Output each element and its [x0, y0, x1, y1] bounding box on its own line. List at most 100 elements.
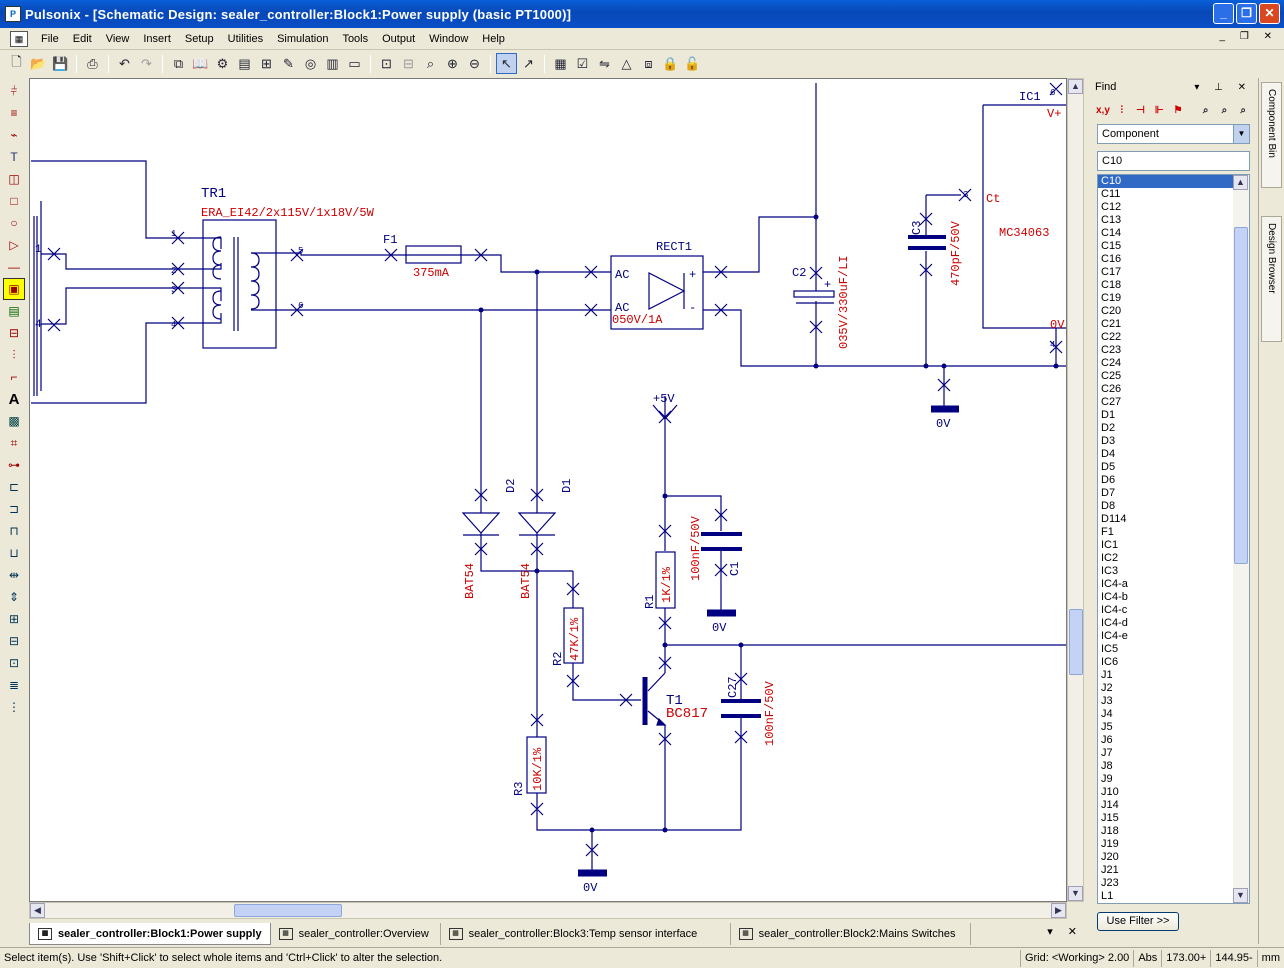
- netlist-icon[interactable]: ⊞: [261, 55, 272, 71]
- component-place-icon[interactable]: ▣: [3, 278, 25, 300]
- find-search-input[interactable]: C10: [1097, 151, 1250, 171]
- list-item[interactable]: J10: [1101, 786, 1119, 798]
- select-highlight-icon[interactable]: ↗: [523, 55, 534, 71]
- mirror-icon[interactable]: △: [621, 55, 632, 71]
- attribute-icon[interactable]: ⌐: [10, 370, 18, 384]
- list-item[interactable]: F1: [1101, 526, 1114, 538]
- center-icon[interactable]: ⊡: [8, 656, 20, 670]
- find-binoculars-icon[interactable]: ⌕: [1202, 104, 1209, 116]
- copy-icon[interactable]: ⧉: [173, 55, 184, 71]
- triangle-icon[interactable]: ▷: [9, 238, 19, 252]
- find-flag-icon[interactable]: ⚑: [1173, 104, 1183, 116]
- align-bottom-icon[interactable]: ⊔: [9, 546, 19, 560]
- menu-help[interactable]: Help: [482, 32, 505, 45]
- list-scroll-up-icon[interactable]: ▲: [1233, 175, 1248, 190]
- redo-icon[interactable]: ↷: [141, 55, 152, 71]
- group-icon[interactable]: ⧈: [644, 55, 653, 71]
- scroll-left-icon[interactable]: ◀: [30, 903, 45, 918]
- list-item[interactable]: C14: [1101, 227, 1122, 239]
- wire-tool-icon[interactable]: ✎: [283, 55, 294, 71]
- list-item[interactable]: IC6: [1101, 656, 1119, 668]
- port-icon[interactable]: ⌗: [10, 435, 18, 450]
- ecg-icon[interactable]: ≡: [10, 106, 18, 120]
- component-icon[interactable]: ⚙: [216, 55, 229, 71]
- menu-insert[interactable]: Insert: [143, 32, 171, 45]
- rect-icon[interactable]: ◫: [8, 172, 20, 186]
- list-item[interactable]: D114: [1101, 513, 1127, 525]
- list-item[interactable]: C25: [1101, 370, 1122, 382]
- save-icon[interactable]: 💾: [52, 55, 69, 71]
- list-item[interactable]: J6: [1101, 734, 1113, 746]
- open-icon[interactable]: 📂: [30, 55, 47, 71]
- line-icon[interactable]: —: [8, 260, 20, 274]
- list-item[interactable]: J3: [1101, 695, 1113, 707]
- list-item[interactable]: C12: [1101, 201, 1122, 213]
- refresh-icon[interactable]: ◎: [304, 55, 317, 71]
- zoom-fit-icon[interactable]: ⊡: [381, 55, 392, 71]
- list-scroll-down-icon[interactable]: ▼: [1233, 888, 1248, 903]
- mdi-controls[interactable]: _ ❐ ✕: [1219, 31, 1278, 42]
- list-item[interactable]: J7: [1101, 747, 1113, 759]
- net-name-icon[interactable]: ⫶: [12, 347, 16, 362]
- scroll-up-icon[interactable]: ▲: [1068, 79, 1083, 94]
- layer-icon[interactable]: ≣: [8, 678, 20, 692]
- chevron-down-icon[interactable]: ▼: [1233, 125, 1249, 143]
- find-net-icon[interactable]: ⊣: [1136, 104, 1145, 116]
- zoom-out-icon[interactable]: ⊖: [469, 55, 480, 71]
- report-icon[interactable]: ▥: [326, 55, 339, 71]
- list-item[interactable]: C20: [1101, 305, 1122, 317]
- zoom-prev-icon[interactable]: ⊟: [403, 55, 414, 71]
- chip-icon[interactable]: ▩: [8, 414, 20, 428]
- use-filter-button[interactable]: Use Filter >>: [1097, 912, 1179, 931]
- app-icon[interactable]: P: [5, 6, 21, 22]
- schematic-canvas[interactable]: TR1 1 2 3 4 5 6 1 4 F1 RECT1 AC AC + - C…: [29, 78, 1067, 902]
- minimize-button[interactable]: _: [1213, 3, 1234, 24]
- find-pin-icon[interactable]: ⫶: [1120, 104, 1124, 116]
- list-item[interactable]: IC2: [1101, 552, 1119, 564]
- canvas-vertical-scrollbar[interactable]: ▲ ▼: [1067, 78, 1084, 902]
- print-icon[interactable]: ⎙: [87, 55, 98, 71]
- list-item[interactable]: C16: [1101, 253, 1122, 265]
- list-item[interactable]: D8: [1101, 500, 1116, 512]
- list-item[interactable]: D3: [1101, 435, 1116, 447]
- tab-overview[interactable]: ▦ sealer_controller:Overview: [271, 923, 441, 945]
- document-icon-2[interactable]: ▭: [348, 55, 361, 71]
- list-item[interactable]: J18: [1101, 825, 1119, 837]
- list-item[interactable]: J8: [1101, 760, 1113, 772]
- list-item[interactable]: D4: [1101, 448, 1116, 460]
- list-scrollbar[interactable]: ▲ ▼: [1233, 175, 1249, 903]
- list-item[interactable]: J14: [1101, 799, 1119, 811]
- tab-close-icon[interactable]: ▾ ✕: [1047, 926, 1083, 938]
- space-v-icon[interactable]: ⊟: [8, 634, 20, 648]
- canvas-horizontal-scrollbar[interactable]: ◀ ▶: [29, 902, 1067, 919]
- close-button[interactable]: ✕: [1259, 3, 1280, 24]
- menu-edit[interactable]: Edit: [72, 32, 92, 45]
- list-item[interactable]: J15: [1101, 812, 1119, 824]
- list-item[interactable]: D5: [1101, 461, 1116, 473]
- list-item[interactable]: C11: [1101, 188, 1121, 200]
- grid-icon[interactable]: ▦: [554, 55, 567, 71]
- tab-mains-switches[interactable]: ▦ sealer_controller:Block2:Mains Switche…: [731, 923, 971, 945]
- menu-output[interactable]: Output: [382, 32, 416, 45]
- scroll-down-icon[interactable]: ▼: [1068, 886, 1083, 901]
- list-item[interactable]: D7: [1101, 487, 1116, 499]
- align-right-icon[interactable]: ⊐: [8, 502, 20, 516]
- big-text-icon[interactable]: A: [8, 390, 20, 408]
- panel-controls[interactable]: ▾ ⊥ ✕: [1194, 81, 1252, 93]
- list-item[interactable]: IC4-e: [1101, 630, 1128, 642]
- list-scroll-thumb[interactable]: [1234, 227, 1248, 564]
- library-icon[interactable]: 📖: [192, 55, 209, 71]
- check-icon[interactable]: ▤: [238, 55, 251, 71]
- list-item[interactable]: IC5: [1101, 643, 1119, 655]
- tab-power-supply[interactable]: ▦ sealer_controller:Block1:Power supply: [29, 923, 271, 945]
- list-item[interactable]: C19: [1101, 292, 1122, 304]
- unlock-icon[interactable]: 🔓: [684, 55, 701, 71]
- list-item[interactable]: J5: [1101, 721, 1113, 733]
- undo-icon[interactable]: ↶: [119, 55, 130, 71]
- list-item[interactable]: IC4-b: [1101, 591, 1128, 603]
- bus-icon[interactable]: ⌁: [10, 128, 18, 142]
- menu-setup[interactable]: Setup: [184, 32, 214, 45]
- document-icon[interactable]: ▦: [10, 30, 28, 47]
- find-prev-icon[interactable]: ⌕: [1240, 104, 1246, 116]
- find-component-icon[interactable]: ⊩: [1154, 104, 1164, 116]
